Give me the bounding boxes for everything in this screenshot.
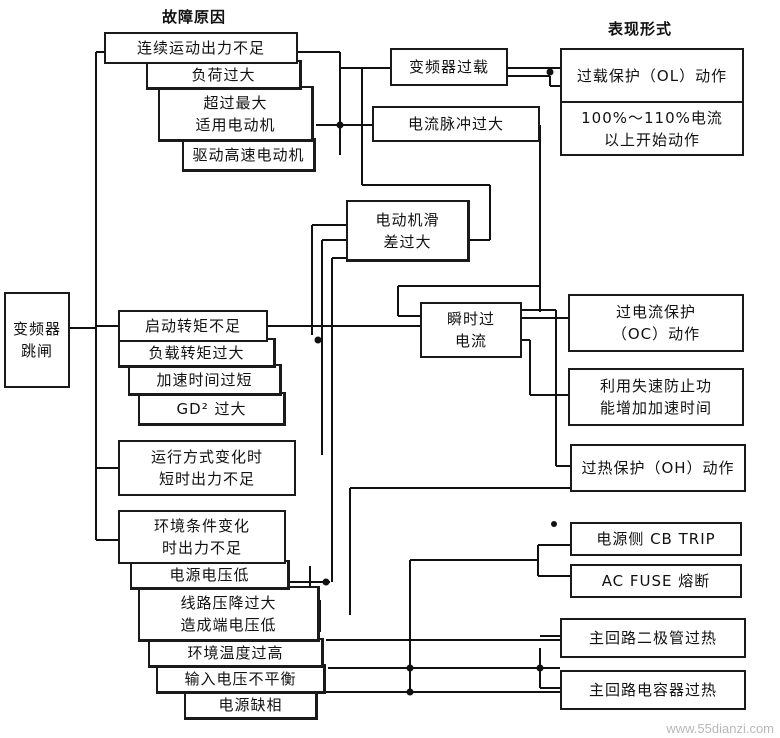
overload-protection-detail: 100%～110%电流 以上开始动作 bbox=[562, 101, 742, 154]
cause-environment-change: 环境条件变化 时出力不足 bbox=[118, 510, 286, 564]
ac-fuse-box: AC FUSE 熔断 bbox=[570, 564, 742, 598]
motor-slip-box: 电动机滑 差过大 bbox=[346, 200, 470, 262]
capacitor-overheat-box: 主回路电容器过热 bbox=[560, 670, 746, 710]
watermark: www.55dianzi.com bbox=[666, 721, 774, 736]
causes-header: 故障原因 bbox=[162, 8, 227, 26]
overheat-protection-box: 过热保护（OH）动作 bbox=[570, 444, 746, 492]
cause-start-torque: 启动转矩不足 bbox=[118, 310, 268, 342]
overload-protection-title: 过载保护（OL）动作 bbox=[576, 66, 728, 85]
stall-prevention-box: 利用失速防止功 能增加加速时间 bbox=[568, 368, 744, 426]
cause-load-torque: 负载转矩过大 bbox=[118, 338, 276, 368]
cause-low-voltage: 电源电压低 bbox=[130, 560, 290, 590]
current-pulse-box: 电流脉冲过大 bbox=[372, 106, 540, 142]
cause-high-temperature: 环境温度过高 bbox=[148, 638, 324, 668]
cause-continuous-output: 连续运动出力不足 bbox=[104, 32, 298, 64]
overcurrent-protection-box: 过电流保护 （OC）动作 bbox=[568, 294, 744, 352]
cause-phase-loss: 电源缺相 bbox=[184, 690, 318, 720]
forms-header: 表现形式 bbox=[608, 20, 673, 38]
diode-overheat-box: 主回路二极管过热 bbox=[560, 618, 746, 658]
instant-overcurrent-box: 瞬时过 电流 bbox=[420, 302, 522, 358]
cause-line-drop: 线路压降过大 造成端电压低 bbox=[138, 586, 320, 642]
cause-unbalanced-voltage: 输入电压不平衡 bbox=[156, 664, 326, 694]
overload-protection-box: 过载保护（OL）动作 100%～110%电流 以上开始动作 bbox=[560, 48, 744, 156]
cause-gd2: GD² 过大 bbox=[138, 392, 286, 426]
cause-heavy-load: 负荷过大 bbox=[146, 60, 302, 90]
cause-motor-too-big: 超过最大 适用电动机 bbox=[158, 86, 314, 142]
cause-accel-short: 加速时间过短 bbox=[128, 364, 282, 396]
cause-run-mode: 运行方式变化时 短时出力不足 bbox=[118, 440, 296, 496]
cause-high-speed-motor: 驱动高速电动机 bbox=[182, 138, 316, 172]
inverter-overload-box: 变频器过载 bbox=[390, 48, 508, 86]
inverter-trip-box: 变频器 跳闸 bbox=[4, 292, 70, 388]
cb-trip-box: 电源侧 CB TRIP bbox=[570, 522, 742, 556]
